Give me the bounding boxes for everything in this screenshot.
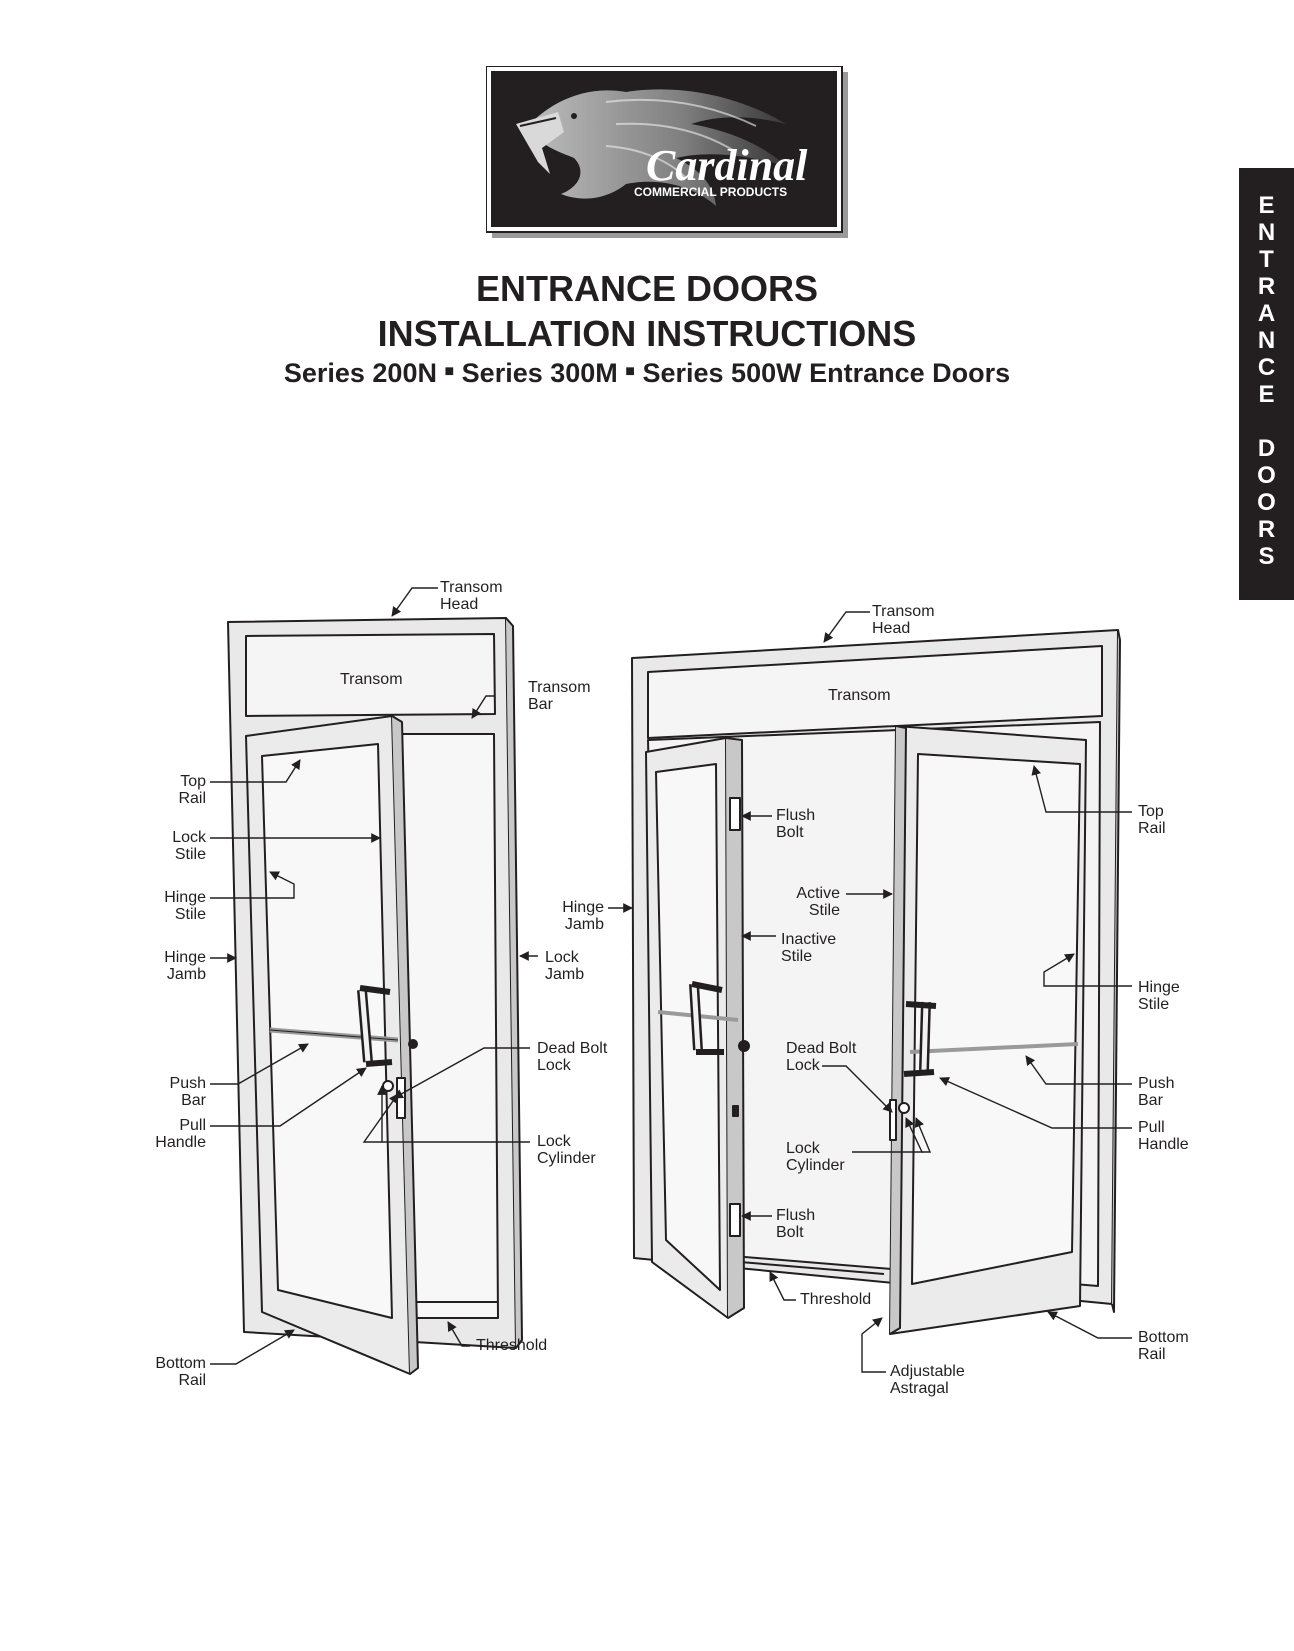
- cardinal-logo: Cardinal COMMERCIAL PRODUCTS: [486, 66, 848, 238]
- tab-letter: N: [1257, 327, 1276, 354]
- label-transom-bar: Transom: [528, 679, 591, 696]
- series-500w: Series 500W Entrance Doors: [642, 358, 1011, 388]
- label-push-bar-2: Bar: [181, 1092, 207, 1109]
- label-bottom-rail: Bottom: [155, 1355, 206, 1372]
- label-inactive-stile: Inactive: [781, 931, 836, 948]
- label-dd-bottom-rail-2: Rail: [1138, 1346, 1166, 1363]
- label-active-stile: Active: [796, 885, 840, 902]
- label-hinge-stile-2: Stile: [175, 906, 206, 923]
- label-dead-bolt-lock-2: Lock: [537, 1057, 572, 1074]
- label-flush-bolt-top-2: Bolt: [776, 824, 804, 841]
- label-push-bar: Push: [170, 1075, 206, 1092]
- page-subtitle: INSTALLATION INSTRUCTIONS: [377, 313, 917, 354]
- tab-letter: E: [1258, 192, 1275, 219]
- label-hinge-jamb: Hinge: [164, 949, 206, 966]
- label-inactive-stile-2: Stile: [781, 948, 812, 965]
- series-separator: ■: [625, 362, 635, 380]
- tab-letter: T: [1259, 246, 1274, 273]
- label-dd-lock-cylinder: Lock: [786, 1140, 821, 1157]
- label-top-rail: Top: [180, 773, 206, 790]
- label-transom-head-2: Head: [440, 596, 478, 613]
- label-pull-handle: Pull: [179, 1117, 206, 1134]
- label-transom: Transom: [340, 671, 403, 688]
- label-flush-bolt-bottom-2: Bolt: [776, 1224, 804, 1241]
- label-lock-cylinder: Lock: [537, 1133, 572, 1150]
- tab-letter: O: [1257, 462, 1276, 489]
- label-dd-push-bar-2: Bar: [1138, 1092, 1164, 1109]
- label-active-stile-2: Stile: [809, 902, 840, 919]
- tab-letter: A: [1257, 300, 1276, 327]
- label-dd-hinge-jamb-2: Jamb: [565, 916, 604, 933]
- label-flush-bolt-bottom: Flush: [776, 1207, 815, 1224]
- series-200n: Series 200N: [283, 358, 437, 388]
- label-dd-transom: Transom: [828, 687, 891, 704]
- label-dd-transom-head-2: Head: [872, 620, 910, 637]
- label-dd-lock-cylinder-2: Cylinder: [786, 1157, 845, 1174]
- door-diagrams: Transom Head Transom Transom Bar Top Rai…: [155, 579, 1189, 1397]
- tab-letter: E: [1258, 381, 1275, 408]
- double-door-illustration: [631, 629, 1121, 1335]
- series-300m: Series 300M: [461, 358, 618, 388]
- label-dd-transom-head: Transom: [872, 603, 935, 620]
- page-title: ENTRANCE DOORS: [475, 268, 819, 309]
- label-lock-jamb-2: Jamb: [545, 966, 584, 983]
- single-door-leaders: [210, 587, 538, 1365]
- label-lock-stile-2: Stile: [175, 846, 206, 863]
- label-bottom-rail-2: Rail: [178, 1372, 206, 1389]
- label-dd-top-rail: Top: [1138, 803, 1164, 820]
- tab-letter: N: [1257, 219, 1276, 246]
- label-adjustable-astragal: Adjustable: [890, 1363, 965, 1380]
- label-dd-top-rail-2: Rail: [1138, 820, 1166, 837]
- side-section-tab: E N T R A N C E D O O R S: [1239, 168, 1294, 600]
- label-lock-cylinder-2: Cylinder: [537, 1150, 596, 1167]
- logo-brand: Cardinal: [646, 141, 808, 190]
- label-hinge-jamb-2: Jamb: [167, 966, 206, 983]
- series-separator: ■: [444, 362, 455, 380]
- label-dead-bolt-lock: Dead Bolt: [537, 1040, 608, 1057]
- single-door-illustration: [227, 617, 523, 1375]
- tab-letter: R: [1257, 516, 1276, 543]
- label-dd-push-bar: Push: [1138, 1075, 1174, 1092]
- label-transom-head: Transom: [440, 579, 503, 596]
- label-adjustable-astragal-2: Astragal: [890, 1380, 949, 1397]
- logo-tagline: COMMERCIAL PRODUCTS: [634, 185, 787, 199]
- label-dd-dead-bolt-lock: Dead Bolt: [786, 1040, 857, 1057]
- label-lock-jamb: Lock: [545, 949, 580, 966]
- label-lock-stile: Lock: [172, 829, 207, 846]
- double-door-leaders: [608, 611, 1132, 1373]
- tab-letter: D: [1257, 435, 1276, 462]
- label-transom-bar-2: Bar: [528, 696, 554, 713]
- tab-letter: O: [1257, 489, 1276, 516]
- label-pull-handle-2: Handle: [155, 1134, 206, 1151]
- label-flush-bolt-top: Flush: [776, 807, 815, 824]
- label-dd-bottom-rail: Bottom: [1138, 1329, 1189, 1346]
- cardinal-bird-emblem: [516, 89, 786, 206]
- label-dd-pull-handle-2: Handle: [1138, 1136, 1189, 1153]
- label-hinge-stile: Hinge: [164, 889, 206, 906]
- label-dd-hinge-jamb: Hinge: [562, 899, 604, 916]
- label-dd-threshold: Threshold: [800, 1291, 871, 1308]
- tab-letter: C: [1257, 354, 1276, 381]
- tab-letter: R: [1257, 273, 1276, 300]
- series-line: Series 200N ■ Series 300M ■ Series 500W …: [0, 358, 1294, 389]
- label-threshold: Threshold: [476, 1337, 547, 1354]
- label-dd-hinge-stile-2: Stile: [1138, 996, 1169, 1013]
- tab-letter: S: [1258, 543, 1275, 570]
- label-dd-pull-handle: Pull: [1138, 1119, 1165, 1136]
- label-dd-dead-bolt-lock-2: Lock: [786, 1057, 821, 1074]
- label-top-rail-2: Rail: [178, 790, 206, 807]
- label-dd-hinge-stile: Hinge: [1138, 979, 1180, 996]
